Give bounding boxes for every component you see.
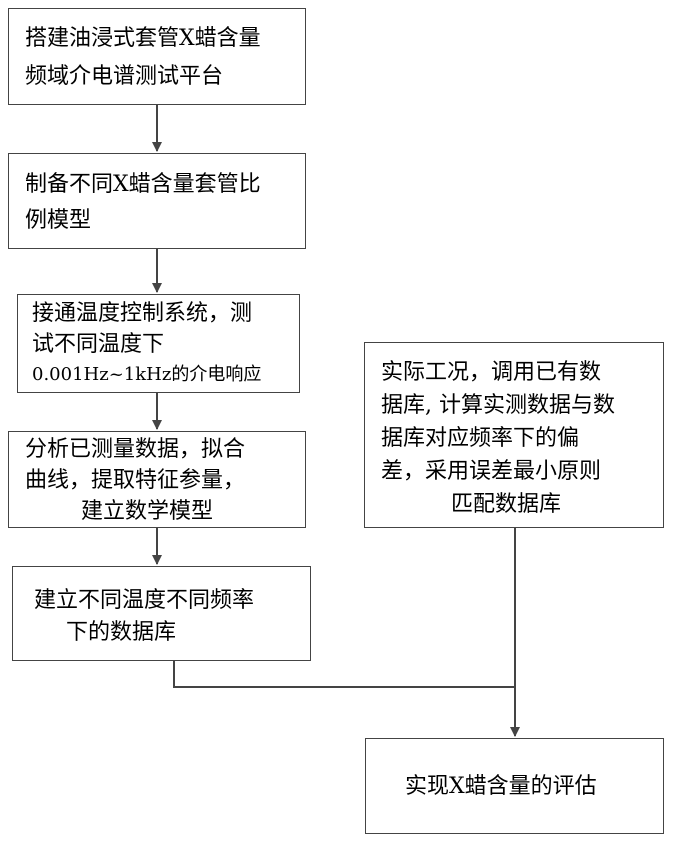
final-line-1: 实现X蜡含量的评估 bbox=[405, 776, 597, 798]
step2-line-1: 制备不同X蜡含量套管比 bbox=[25, 174, 261, 196]
step3-line-1: 接通温度控制系统，测 bbox=[32, 303, 252, 325]
step1-line-1: 搭建油浸式套管X蜡含量 bbox=[25, 28, 261, 50]
step4-box: 分析已测量数据，拟合 曲线，提取特征参量， 建立数学模型 bbox=[8, 431, 306, 528]
actual-line-3: 据库对应频率下的偏 bbox=[381, 428, 579, 450]
actual-line-4: 差，采用误差最小原则 bbox=[381, 461, 601, 483]
actual-line-1: 实际工况，调用已有数 bbox=[381, 362, 601, 384]
step4-line-3: 建立数学模型 bbox=[81, 501, 213, 523]
step1-line-2: 频域介电谱测试平台 bbox=[25, 66, 223, 88]
final-evaluation-box: 实现X蜡含量的评估 bbox=[365, 738, 664, 834]
actual-line-5: 匹配数据库 bbox=[451, 494, 561, 516]
step4-line-2: 曲线，提取特征参量， bbox=[25, 470, 245, 492]
actual-condition-box: 实际工况，调用已有数 据库, 计算实测数据与数 据库对应频率下的偏 差，采用误差… bbox=[364, 342, 664, 528]
step3-line-2: 试不同温度下 bbox=[32, 334, 164, 356]
step5-box: 建立不同温度不同频率 下的数据库 bbox=[12, 566, 311, 661]
connector-step5-to-merge bbox=[174, 661, 515, 687]
step1-box: 搭建油浸式套管X蜡含量 频域介电谱测试平台 bbox=[8, 8, 306, 105]
step5-line-2: 下的数据库 bbox=[66, 622, 176, 644]
step4-line-1: 分析已测量数据，拟合 bbox=[25, 439, 245, 461]
step3-box: 接通温度控制系统，测 试不同温度下 0.001Hz~1kHz的介电响应 bbox=[17, 294, 300, 393]
step2-line-2: 例模型 bbox=[25, 210, 91, 232]
step5-line-1: 建立不同温度不同频率 bbox=[34, 590, 254, 612]
actual-line-2: 据库, 计算实测数据与数 bbox=[381, 395, 615, 417]
step3-line-3: 0.001Hz~1kHz的介电响应 bbox=[32, 366, 261, 384]
step2-box: 制备不同X蜡含量套管比 例模型 bbox=[8, 153, 306, 249]
